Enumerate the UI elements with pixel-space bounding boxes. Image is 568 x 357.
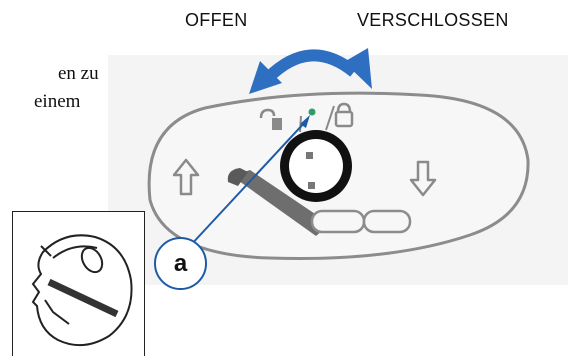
text-fragment-line1: en zu — [58, 63, 99, 84]
key-image-box — [12, 211, 145, 356]
curved-double-arrow-icon — [249, 48, 372, 94]
lock-cylinder[interactable] — [280, 130, 352, 202]
locked-padlock-icon — [334, 102, 354, 128]
slider-slot — [232, 170, 330, 236]
oval-button-2 — [362, 209, 412, 234]
oval-button-1 — [310, 209, 366, 234]
callout-leader-line — [188, 120, 307, 248]
label-locked: VERSCHLOSSEN — [357, 10, 509, 30]
arrow-up-icon — [172, 158, 200, 196]
callout-a-badge: a — [154, 237, 207, 290]
text-fragment-line2: einem — [34, 91, 81, 112]
key-icon — [31, 234, 133, 347]
indicator-dot — [308, 108, 316, 116]
arrow-down-icon — [409, 160, 437, 197]
label-open: OFFEN — [185, 10, 248, 30]
unlocked-padlock-icon — [259, 108, 282, 130]
